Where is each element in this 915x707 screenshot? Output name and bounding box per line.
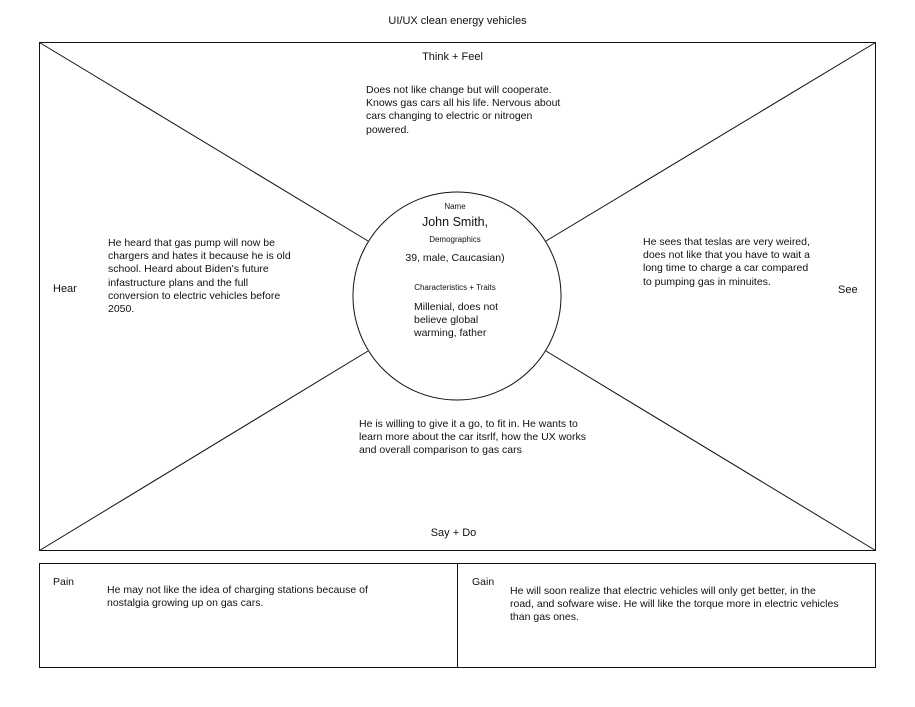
say-do-text: He is willing to give it a go, to fit in… [359,418,587,457]
pain-text: He may not like the idea of charging sta… [107,584,368,610]
divider-top-right [545,42,876,242]
divider-bottom-left [39,350,369,551]
divider-top-left [39,42,369,242]
see-text: He sees that teslas are very weired, doe… [643,236,810,288]
persona-circle [352,191,562,401]
say-do-label: Say + Do [430,527,477,539]
gain-text: He will soon realize that electric vehic… [510,585,839,624]
persona-name: John Smith, [421,215,488,229]
gain-label: Gain [472,576,495,588]
pain-label: Pain [53,576,75,588]
hear-text: He heard that gas pump will now be charg… [108,237,291,316]
persona-demographics-label: Demographics [429,235,481,244]
persona-traits: Millenial, does not believe global warmi… [414,301,499,340]
see-label: See [838,284,858,296]
think-feel-label: Think + Feel [422,51,483,63]
map-border [39,42,876,551]
persona-demographics: 39, male, Caucasian) [405,252,505,264]
hear-label: Hear [53,283,77,295]
persona-name-label: Name [444,202,466,211]
think-feel-text: Does not like change but will cooperate.… [366,84,561,136]
divider-bottom-right [545,350,876,551]
persona-traits-label: Characteristics + Traits [414,283,496,292]
page-title: UI/UX clean energy vehicles [388,15,527,27]
